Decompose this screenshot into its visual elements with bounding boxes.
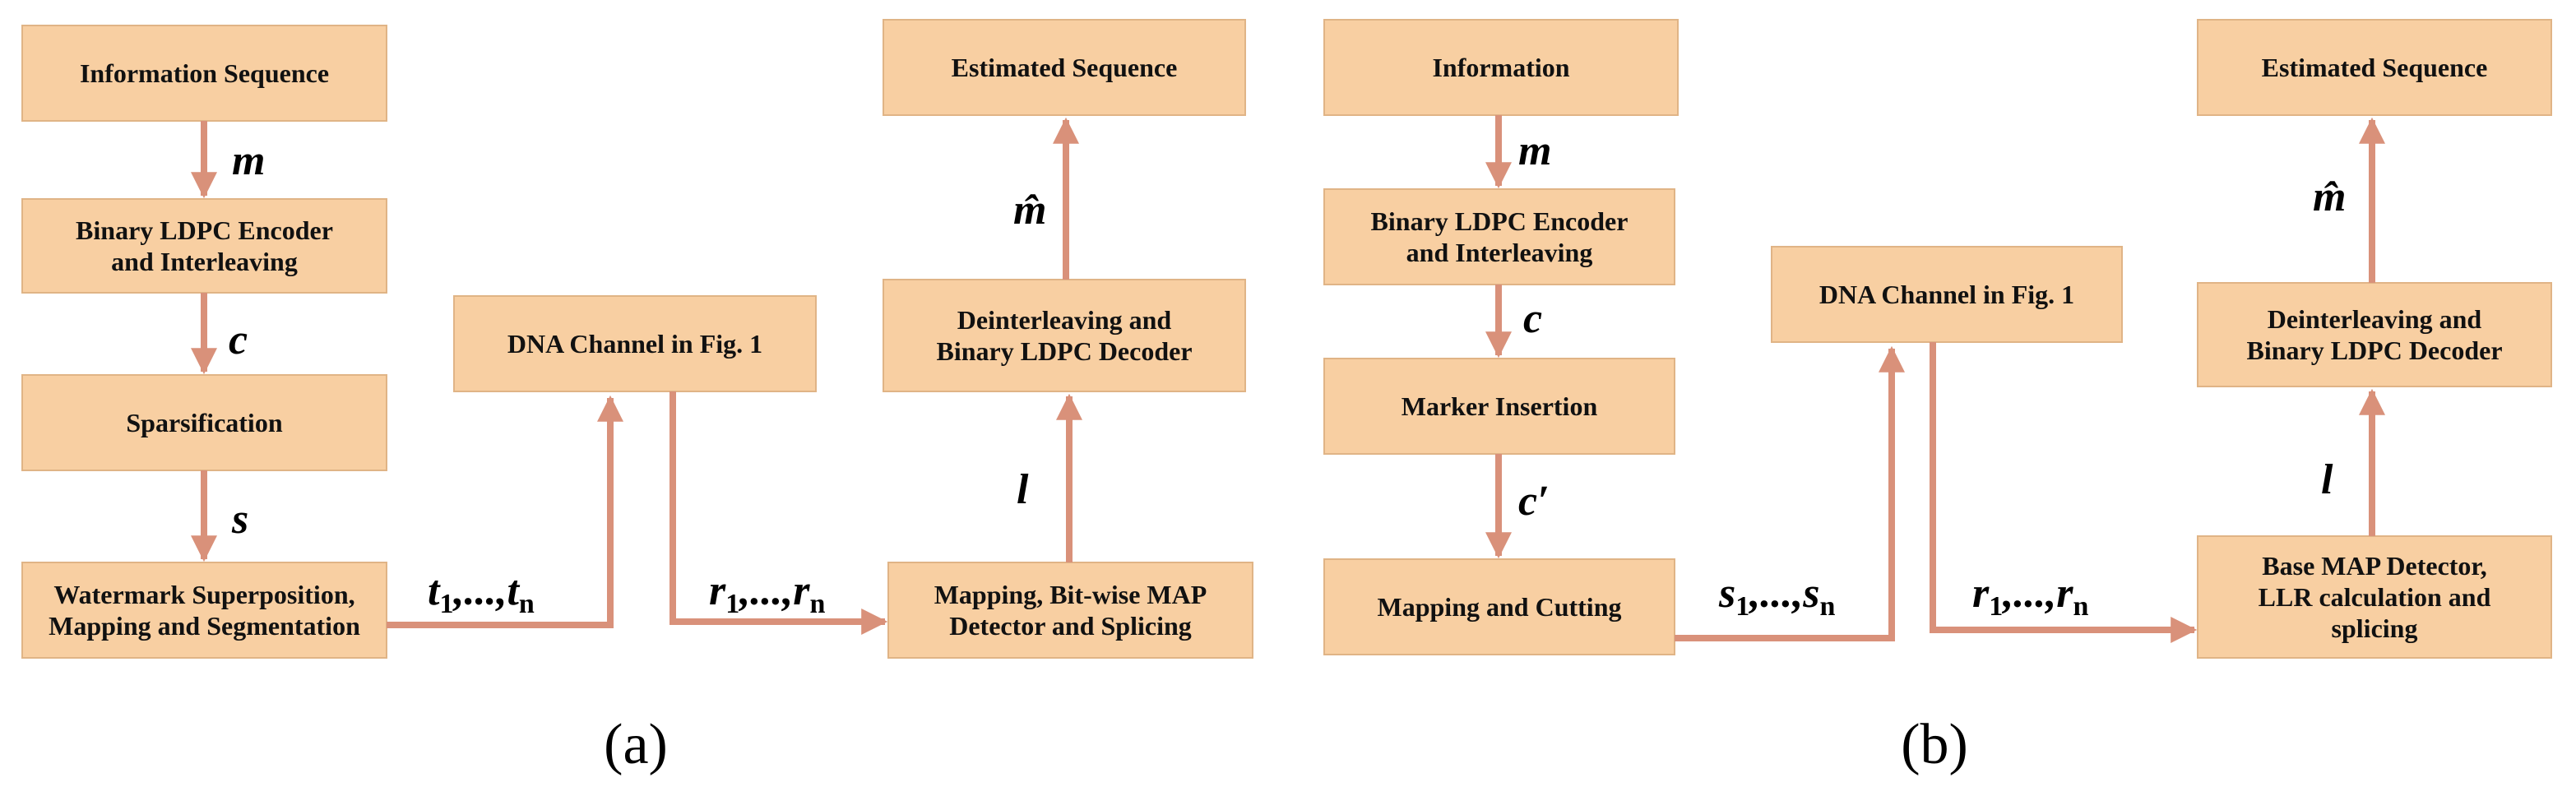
caption-a: (a): [604, 713, 668, 776]
label-s-sequence: s1,...,sn: [1718, 570, 1836, 622]
label-l-b: l: [2321, 456, 2333, 503]
caption-b: (b): [1901, 713, 1968, 776]
box-label-line: Estimated Sequence: [2262, 53, 2488, 82]
box-label-line: Binary LDPC Encoder: [1371, 206, 1629, 236]
estimated-sequence-box-a: Estimated Sequence: [883, 19, 1246, 116]
arrow-channel-to-mapping: [669, 391, 888, 635]
label-m-hat-b: m̂: [2313, 174, 2346, 220]
box-label-line: Estimated Sequence: [952, 53, 1178, 82]
box-label-line: Detector and Splicing: [949, 611, 1192, 641]
label-m-a: m: [232, 137, 265, 184]
label-m-hat-a: m̂: [1013, 187, 1046, 234]
box-label-line: splicing: [2332, 613, 2418, 643]
label-c-b: c: [1523, 295, 1542, 342]
box-label-line: Watermark Superposition,: [53, 580, 354, 609]
box-label-line: Marker Insertion: [1402, 391, 1598, 421]
box-label-line: Deinterleaving and: [2268, 304, 2482, 334]
box-label-line: DNA Channel in Fig. 1: [1819, 280, 2074, 309]
box-label-line: Information Sequence: [80, 58, 329, 88]
box-label-line: Binary LDPC Encoder: [76, 215, 333, 245]
box-label-line: Binary LDPC Decoder: [936, 336, 1192, 366]
panel-a: Information Sequence Binary LDPC Encoder…: [21, 19, 1253, 776]
box-label-line: and Interleaving: [1406, 238, 1593, 267]
marker-insertion-box: Marker Insertion: [1323, 358, 1675, 455]
box-label-line: Base MAP Detector,: [2262, 551, 2486, 581]
box-label-line: and Interleaving: [111, 247, 298, 276]
estimated-sequence-box-b: Estimated Sequence: [2197, 19, 2552, 116]
label-m-b: m: [1518, 127, 1551, 174]
dna-channel-box-a: DNA Channel in Fig. 1: [453, 295, 817, 392]
label-r-sequence-a: r1,...,rn: [709, 567, 826, 619]
label-t-sequence: t1,...,tn: [428, 567, 535, 619]
box-label-line: Binary LDPC Decoder: [2246, 336, 2502, 365]
box-label-line: Mapping and Cutting: [1378, 592, 1622, 622]
label-r-sequence-b: r1,...,rn: [1972, 570, 2089, 622]
box-label-line: Deinterleaving and: [957, 305, 1172, 335]
dna-channel-box-b: DNA Channel in Fig. 1: [1771, 246, 2123, 343]
label-c-a: c: [229, 317, 248, 363]
box-label-line: DNA Channel in Fig. 1: [507, 329, 762, 359]
box-label-line: Mapping and Segmentation: [49, 611, 360, 641]
arrow-mapping-to-channel: [1675, 345, 1905, 641]
watermark-mapping-box: Watermark Superposition,Mapping and Segm…: [21, 562, 387, 659]
box-label-line: Sparsification: [126, 408, 282, 437]
sparsification-box: Sparsification: [21, 374, 387, 471]
label-l-a: l: [1017, 466, 1029, 513]
info-sequence-box: Information Sequence: [21, 25, 387, 122]
base-map-detector-box: Base MAP Detector,LLR calculation andspl…: [2197, 535, 2552, 659]
label-c-prime: c′: [1518, 478, 1550, 525]
arrow-channel-to-base-map: [1930, 342, 2198, 643]
arrow-watermark-to-channel: [387, 395, 623, 628]
information-box: Information: [1323, 19, 1679, 116]
box-label-line: Mapping, Bit-wise MAP: [934, 580, 1207, 609]
box-label-line: Information: [1432, 53, 1569, 82]
mapping-cutting-box: Mapping and Cutting: [1323, 558, 1675, 655]
label-s-a: s: [231, 496, 248, 543]
box-label-line: LLR calculation and: [2259, 582, 2491, 612]
